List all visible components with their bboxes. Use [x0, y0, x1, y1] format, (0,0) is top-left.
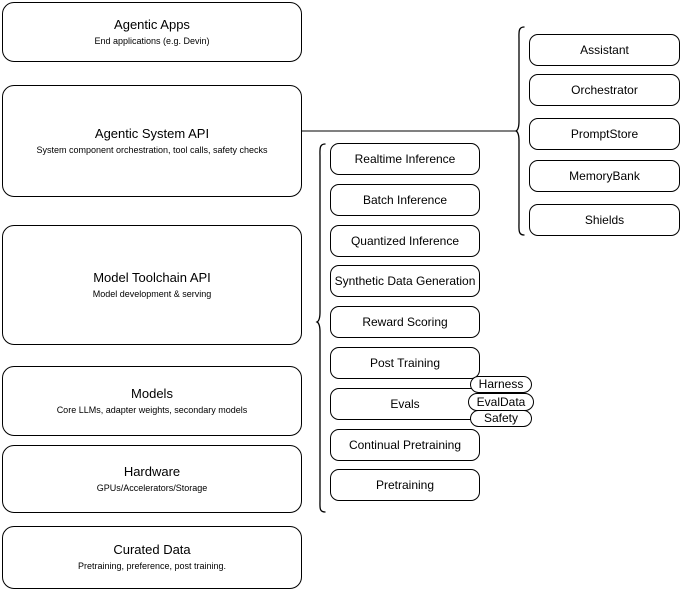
layer-title: Agentic Apps: [114, 16, 190, 32]
layer-title: Agentic System API: [94, 125, 210, 141]
layer-subtitle: Model development & serving: [92, 288, 212, 299]
toolchain-item-evals[interactable]: Evals: [330, 388, 480, 420]
layer-title: Models: [131, 385, 173, 401]
layer-title: Hardware: [123, 463, 181, 479]
stack-layer-agentic-system-api[interactable]: Agentic System API System component orch…: [2, 85, 302, 197]
layer-subtitle: Pretraining, preference, post training.: [77, 561, 227, 571]
eval-tag-evaldata[interactable]: EvalData: [468, 393, 534, 411]
layer-subtitle: GPUs/Accelerators/Storage: [96, 482, 208, 493]
system-item-memorybank[interactable]: MemoryBank: [529, 160, 680, 192]
toolchain-item-pretraining[interactable]: Pretraining: [330, 469, 480, 501]
stack-layer-hardware[interactable]: Hardware GPUs/Accelerators/Storage: [2, 445, 302, 513]
toolchain-item-quantized-inference[interactable]: Quantized Inference: [330, 225, 480, 257]
stack-layer-curated-data[interactable]: Curated Data Pretraining, preference, po…: [2, 526, 302, 589]
stack-layer-models[interactable]: Models Core LLMs, adapter weights, secon…: [2, 366, 302, 436]
eval-tag-safety[interactable]: Safety: [470, 410, 532, 427]
layer-subtitle: Core LLMs, adapter weights, secondary mo…: [56, 404, 248, 415]
system-item-assistant[interactable]: Assistant: [529, 34, 680, 66]
system-item-orchestrator[interactable]: Orchestrator: [529, 74, 680, 106]
toolchain-item-batch-inference[interactable]: Batch Inference: [330, 184, 480, 216]
layer-title: Curated Data: [113, 542, 191, 557]
toolchain-item-synthetic-data-generation[interactable]: Synthetic Data Generation: [330, 265, 480, 297]
toolchain-item-reward-scoring[interactable]: Reward Scoring: [330, 306, 480, 338]
system-components-brace: [514, 26, 525, 236]
toolchain-item-post-training[interactable]: Post Training: [330, 347, 480, 379]
stack-layer-model-toolchain-api[interactable]: Model Toolchain API Model development & …: [2, 225, 302, 345]
stack-layer-agentic-apps[interactable]: Agentic Apps End applications (e.g. Devi…: [2, 2, 302, 62]
system-item-shields[interactable]: Shields: [529, 204, 680, 236]
toolchain-components-brace: [315, 143, 326, 513]
system-item-promptstore[interactable]: PromptStore: [529, 118, 680, 150]
toolchain-item-realtime-inference[interactable]: Realtime Inference: [330, 143, 480, 175]
layer-subtitle: End applications (e.g. Devin): [94, 35, 210, 46]
toolchain-item-continual-pretraining[interactable]: Continual Pretraining: [330, 429, 480, 461]
layer-title: Model Toolchain API: [93, 269, 211, 285]
layer-subtitle: System component orchestration, tool cal…: [36, 144, 268, 155]
eval-tag-harness[interactable]: Harness: [470, 376, 532, 393]
